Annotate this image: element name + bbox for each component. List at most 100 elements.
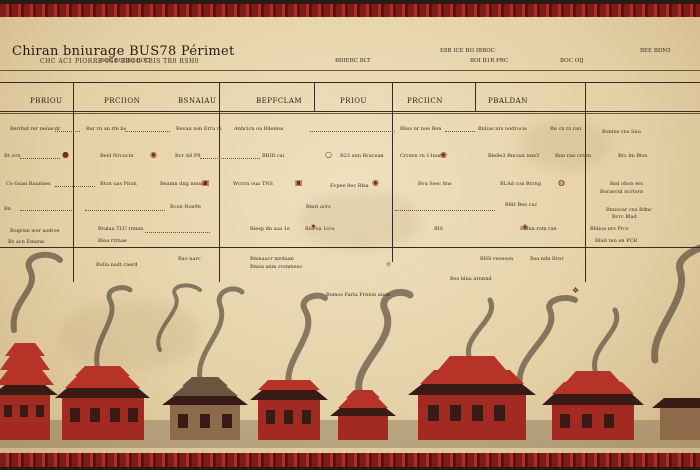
timeline-note: Bnmn rom ran: [520, 226, 557, 232]
timeline-note: Bsa ndn Brnr: [530, 256, 564, 262]
dotted-leader: [20, 158, 60, 159]
timeline-note: BHS reoeson: [480, 256, 514, 262]
timeline-note: Bvu Sesc 8ns: [418, 181, 452, 187]
timeline-rule: [0, 247, 700, 248]
timeline-note: Bs acn Emann: [8, 239, 45, 245]
smoke-plume: [197, 286, 245, 383]
period-header: PBRIOU: [30, 97, 63, 105]
header-tag: E8B ICE BO IBBOC: [440, 48, 495, 54]
period-header: PBALDAN: [488, 97, 528, 105]
timeline-note: Bnnocar cns Bdnc: [606, 207, 652, 213]
smoke-plume: [651, 244, 700, 364]
timeline-note: Bn: [4, 206, 11, 212]
period-header: BSNAIAU: [178, 97, 217, 105]
header-tag: BOC ECOE1 BOC: [100, 58, 150, 64]
poster-subtitle: CHC AC1 PIORRE 0S0 BBOG TBIS TR0 RSH0: [40, 58, 200, 65]
timeline-note: Berdnd rer neiiacdr: [10, 126, 61, 132]
timeline-note: Bomos Farla Frnlon anaa: [326, 292, 390, 298]
timeline-note: Bt ocn: [4, 153, 21, 159]
event-marker-icon: ◍: [558, 178, 565, 187]
poster-title: Chiran bniurage BUS78 Périmet: [12, 44, 235, 59]
event-marker-icon: ▣: [202, 178, 210, 187]
timeline-note: Bcr A8 P8: [175, 153, 201, 159]
bottom-edge: [0, 467, 700, 470]
timeline-note: Beamn dng nmsnn: [160, 181, 208, 187]
event-marker-icon: ❖: [572, 286, 580, 295]
smoke-plume: [156, 283, 202, 352]
event-marker-icon: ◉: [150, 150, 157, 159]
event-marker-icon: ▣: [295, 178, 303, 187]
timeline-rule: [0, 82, 700, 83]
timeline-note: Co Gsan Baumies: [6, 181, 51, 187]
timeline-note: Ble8e3 Bncuat nne3: [488, 153, 540, 159]
timeline-note: Anhcicn oa Bllemss: [234, 126, 284, 132]
paper-stain: [520, 120, 610, 170]
header-tag: BDIERC BLT: [335, 58, 371, 64]
timeline-note: Bes blna arnnnd: [450, 276, 492, 282]
timeline-note: BLAd con Brrng: [500, 181, 541, 187]
smoke-plume: [285, 292, 328, 393]
header-tag: BEE BDN5: [640, 48, 671, 54]
timeline-note: BIS: [434, 226, 444, 232]
pagoda: [408, 356, 536, 440]
header-tag: BOI B1R PRC: [470, 58, 509, 64]
smoke-plume: [592, 307, 620, 373]
pagoda: [330, 390, 396, 440]
bottom-red-border: [0, 453, 700, 467]
timeline-note: Bar rn an rfe bs: [86, 126, 127, 132]
dotted-leader: [200, 158, 260, 159]
timeline-note: Btcn uas Pnun: [100, 181, 137, 187]
timeline-note: Bieroa 1ccs: [305, 226, 335, 232]
timeline-note: Bmri acrs: [306, 204, 331, 210]
column-divider: [73, 82, 74, 282]
column-divider: [392, 82, 393, 262]
smoke-plume: [516, 295, 578, 388]
timeline-note: Blea rtrnae: [98, 238, 127, 244]
timeline-note: Bonlns cns Snu: [602, 129, 641, 135]
timeline-note: Evpee 8ec Rlsa: [330, 183, 369, 189]
event-marker-icon: ✦: [310, 222, 317, 231]
column-divider: [314, 82, 315, 112]
dotted-leader: [125, 131, 170, 132]
timeline-note: Bblioa nrs Prcs: [590, 226, 629, 232]
smoke-plume: [94, 285, 133, 373]
event-marker-icon: ✧: [385, 260, 392, 269]
timeline-note: B8lr Beo cac: [505, 202, 538, 208]
top-red-border: [0, 4, 700, 17]
timeline-note: BRID.cai: [262, 153, 285, 159]
timeline-note: Bevan nsn Erra ni: [176, 126, 222, 132]
pagoda: [162, 377, 248, 440]
timeline-note: Wcrcn oua TNS: [233, 181, 273, 187]
timeline-rule: [0, 113, 700, 114]
dotted-leader: [145, 232, 210, 233]
period-header: PRCIION: [104, 97, 141, 105]
header-tag: BOC OIJ: [560, 58, 584, 64]
timeline-note: Bnlias nrs nodrocis: [478, 126, 527, 132]
timeline-note: Bcrc Blad: [612, 214, 637, 220]
period-header: PRIOU: [340, 97, 367, 105]
timeline-note: B23 ann Bracean: [340, 153, 384, 159]
paper-stain: [60, 300, 200, 370]
dotted-leader: [55, 186, 95, 187]
pagoda: [55, 366, 150, 440]
event-marker-icon: ○: [325, 150, 332, 159]
event-marker-icon: ◉: [440, 150, 447, 159]
column-divider: [219, 82, 220, 282]
timeline-note: Crrsnn rn 11nar: [400, 153, 442, 159]
timeline-note: Bn cn rs ran: [550, 126, 582, 132]
timeline-note: Brc lm Btss: [618, 153, 648, 159]
smoke-plume: [465, 297, 495, 363]
timeline-note: Bliss nr noe Ben: [400, 126, 442, 132]
timeline-note: Bnn ran crsnn: [555, 153, 592, 159]
timeline-note: Bisl ohon ers: [610, 181, 643, 187]
dotted-leader: [310, 131, 395, 132]
event-marker-icon: ◈: [522, 222, 529, 231]
timeline-note: Bbiit ten en PCR: [595, 238, 638, 244]
pagoda-left: [0, 343, 58, 440]
timeline-note: Bao narc: [178, 256, 201, 262]
timeline-rule: [0, 111, 700, 112]
timeline-note: Beld Nrcucin: [100, 153, 134, 159]
